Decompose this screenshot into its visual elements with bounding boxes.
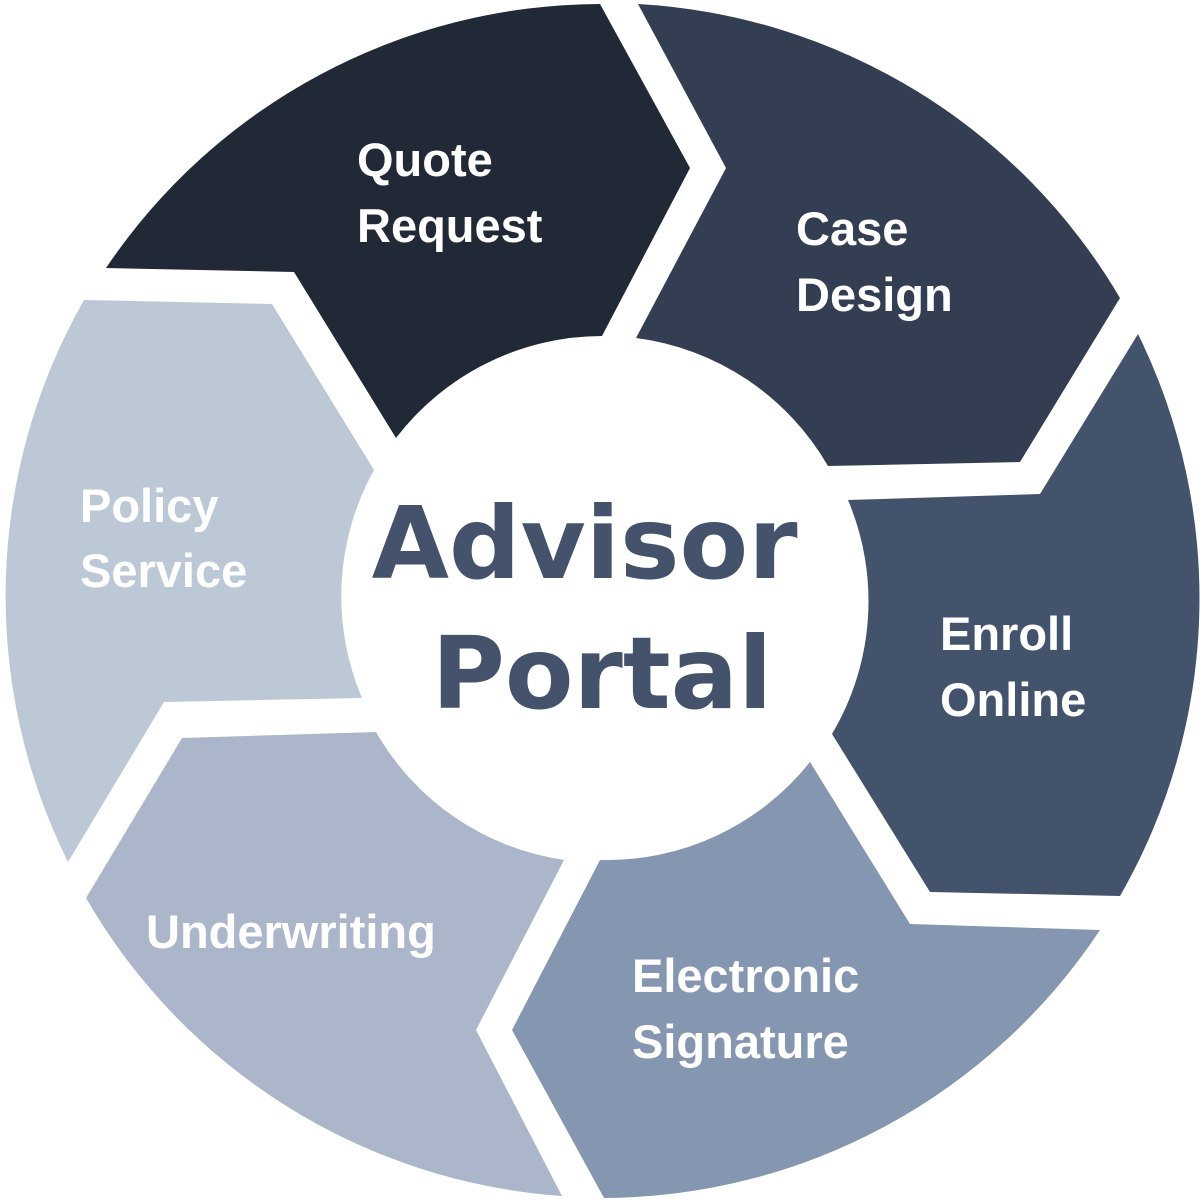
segment-quote-request-label: Quote Request	[357, 133, 543, 252]
quote-request-line-1: Quote	[357, 133, 493, 186]
underwriting-line-1: Underwriting	[146, 905, 436, 958]
segment-enroll-online-shape	[832, 334, 1200, 896]
segment-quote-request[interactable]: Quote Request	[106, 4, 690, 438]
segment-electronic-signature-shape	[512, 762, 1100, 1198]
segment-policy-service-label: Policy Service	[80, 479, 247, 597]
segment-enroll-online-label: Enroll Online	[940, 607, 1086, 726]
center-hub-circle	[342, 338, 862, 858]
center-hub: Advisor Portal	[342, 338, 862, 858]
segment-underwriting-label: Underwriting	[146, 905, 436, 958]
case-design-line-1: Case	[796, 202, 908, 255]
segment-underwriting[interactable]: Underwriting	[86, 732, 564, 1196]
enroll-online-line-2: Online	[940, 673, 1086, 726]
center-hub-label: Advisor Portal	[372, 485, 833, 732]
electronic-signature-line-2: Signature	[632, 1015, 849, 1068]
policy-service-line-1: Policy	[80, 479, 218, 532]
segment-policy-service-shape	[5, 300, 374, 862]
segment-quote-request-shape	[106, 4, 690, 438]
segment-electronic-signature-label: Electronic Signature	[632, 949, 872, 1068]
segment-electronic-signature[interactable]: Electronic Signature	[512, 762, 1100, 1198]
segment-case-design-shape	[636, 4, 1120, 466]
center-title-line-2: Portal	[432, 615, 773, 732]
segment-policy-service[interactable]: Policy Service	[5, 300, 374, 862]
segment-enroll-online[interactable]: Enroll Online	[832, 334, 1200, 896]
enroll-online-line-1: Enroll	[940, 607, 1073, 660]
quote-request-line-2: Request	[357, 199, 543, 252]
segment-underwriting-shape	[86, 732, 564, 1196]
segment-case-design[interactable]: Case Design	[636, 4, 1120, 466]
segment-case-design-label: Case Design	[796, 202, 953, 321]
center-title-line-1: Advisor	[372, 485, 799, 602]
policy-service-line-2: Service	[80, 544, 247, 597]
case-design-line-2: Design	[796, 268, 953, 321]
electronic-signature-line-1: Electronic	[632, 949, 859, 1002]
